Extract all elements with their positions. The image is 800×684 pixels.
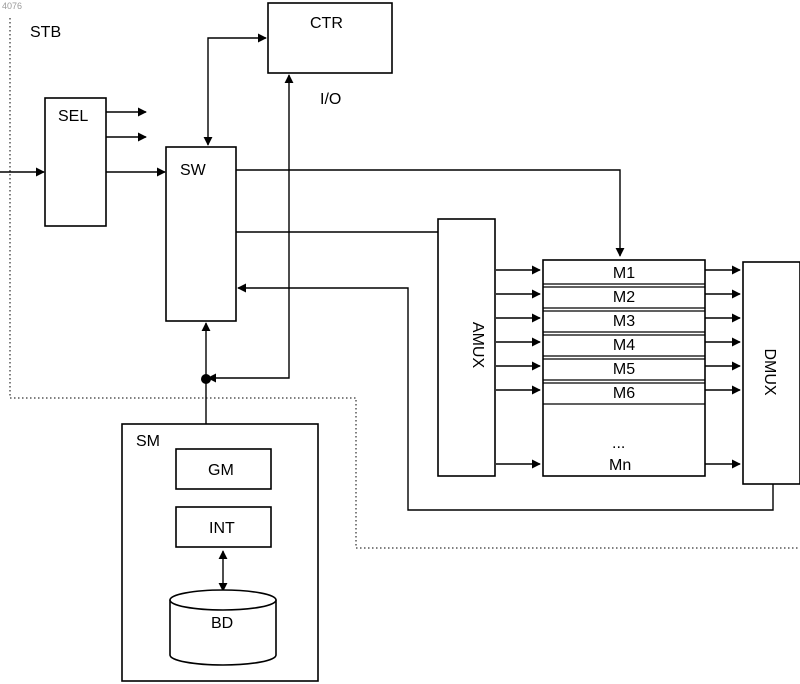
gm-label: GM: [208, 462, 234, 479]
memory-row-label: M4: [613, 337, 635, 354]
sm-label: SM: [136, 433, 160, 450]
memory-mn-label: Mn: [609, 457, 631, 474]
sw-ctr-link: [208, 38, 266, 145]
ctr-label: CTR: [310, 15, 343, 32]
amux-label: AMUX: [469, 322, 486, 369]
memory-row-label: M6: [613, 385, 635, 402]
memory-row-label: M5: [613, 361, 635, 378]
sel-label: SEL: [58, 108, 88, 125]
bd-label: BD: [211, 615, 233, 632]
dmux-label: DMUX: [761, 348, 778, 395]
io-label: I/O: [320, 91, 341, 108]
stb-label: STB: [30, 24, 61, 41]
memory-row-label: M3: [613, 313, 635, 330]
memory-row-label: M1: [613, 265, 635, 282]
memory-row-label: M2: [613, 289, 635, 306]
corner-code: 4076: [2, 1, 22, 11]
sw-label: SW: [180, 162, 207, 179]
memory-ellipsis: ...: [612, 435, 625, 452]
sw-to-m1-line: [236, 170, 620, 256]
int-label: INT: [209, 520, 235, 537]
ctr-block: [268, 3, 392, 73]
